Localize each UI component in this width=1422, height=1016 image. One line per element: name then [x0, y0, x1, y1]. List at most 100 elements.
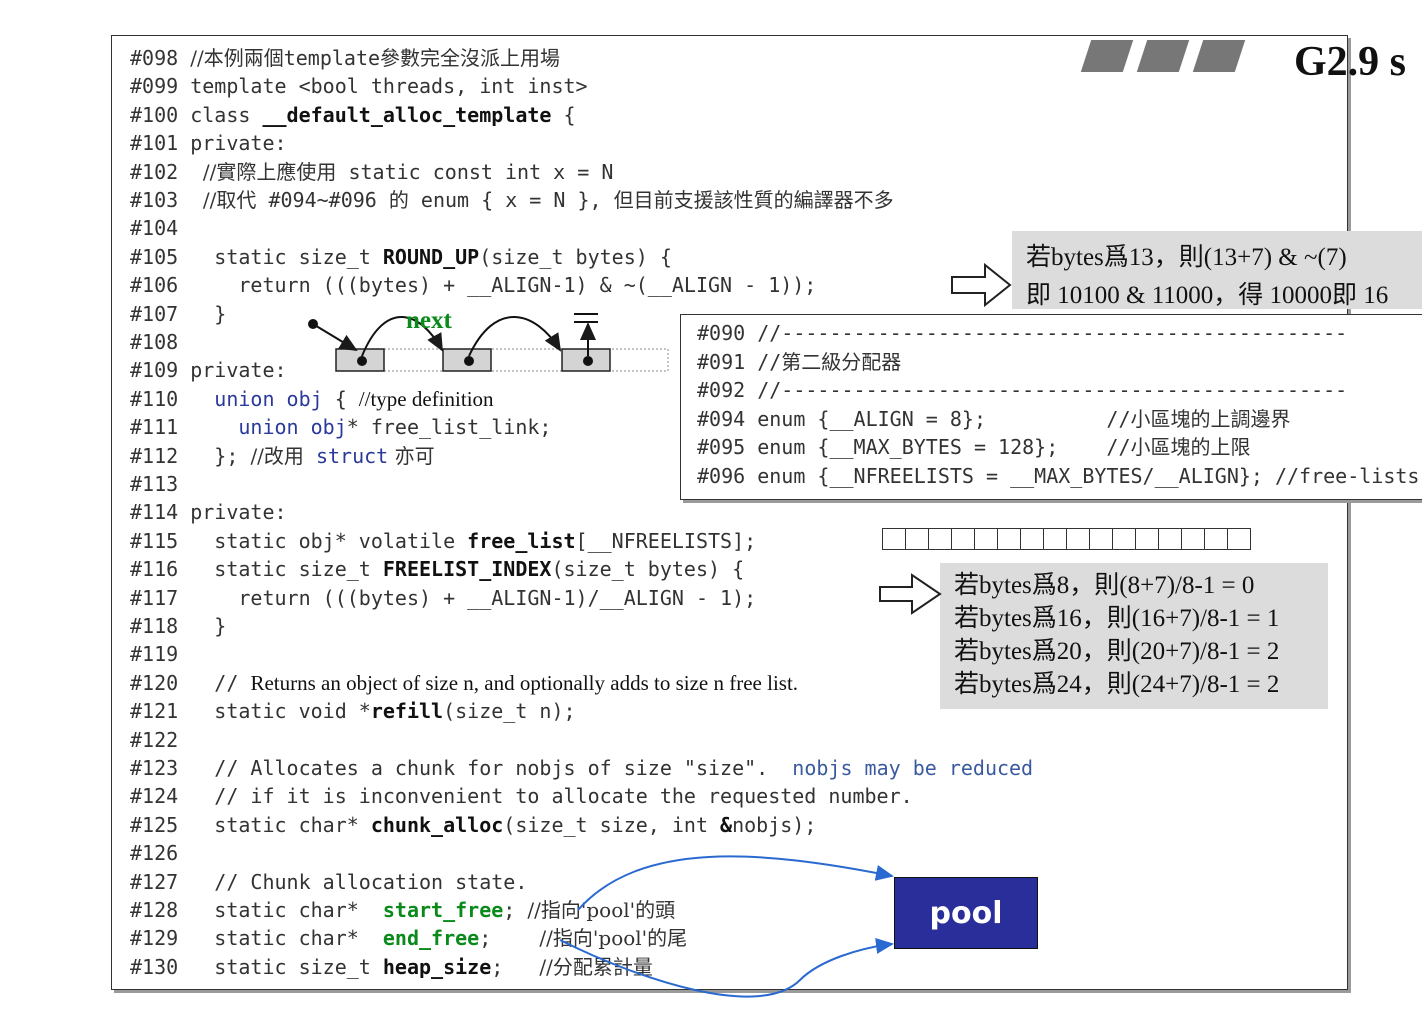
line-number: #107 [130, 301, 191, 326]
code-token: private: [190, 358, 287, 383]
round-up-arrow [951, 262, 1012, 308]
obj-chain-track [335, 348, 669, 372]
inset-code-text: enum {__ALIGN = 8}; //小區塊的上調邊界 [745, 406, 1291, 431]
line-number: #116 [130, 557, 191, 582]
code-token: [__NFREELISTS]; [575, 528, 757, 553]
code-token: return (((bytes) + __ALIGN-1)/__ALIGN - … [190, 585, 757, 610]
code-token: static size_t [190, 557, 383, 582]
inset-code-text: //--------------------------------------… [745, 378, 1348, 403]
free-list-slot [883, 529, 906, 549]
code-line: #099 template <bool threads, int inst> [130, 72, 588, 100]
line-number: #101 [130, 131, 191, 156]
line-number: #103 [130, 188, 191, 212]
code-token: (size_t bytes) { [479, 244, 672, 269]
code-token: static obj* volatile [190, 528, 468, 553]
code-token: //指向'pool'的尾 [539, 926, 688, 951]
line-number: #102 [130, 159, 191, 184]
code-token: static size_t [190, 954, 383, 979]
code-line: #120 // Returns an object of size n, and… [130, 669, 798, 697]
inset-code-text: //--------------------------------------… [745, 321, 1348, 345]
line-number: #127 [130, 869, 191, 894]
line-number: #092 [697, 378, 746, 403]
code-token: ; [479, 926, 540, 951]
code-line: #121 static void *refill(size_t n); [130, 697, 576, 725]
code-token: #094~#096 [256, 188, 389, 212]
code-token: } [190, 614, 227, 638]
code-token: { [322, 386, 359, 411]
code-token: static char* [190, 898, 383, 922]
code-token: return (((bytes) + __ALIGN-1) & ~(__ALIG… [190, 273, 817, 298]
code-token: //改用 [250, 443, 304, 468]
code-line: #117 return (((bytes) + __ALIGN-1)/__ALI… [130, 584, 756, 612]
code-line: #116 static size_t FREELIST_INDEX(size_t… [130, 555, 744, 583]
line-number: #125 [130, 812, 191, 837]
freelist-index-callout: 若bytes爲8，則(8+7)/8-1 = 0 若bytes爲16，則(16+7… [940, 563, 1328, 709]
code-token: FREELIST_INDEX [382, 557, 552, 582]
free-list-slot [1159, 529, 1182, 549]
freelist-index-line: 若bytes爲16，則(16+7)/8-1 = 1 [954, 605, 1280, 632]
code-line: #109 private: [130, 356, 287, 384]
code-token: //實際上應使用 [190, 159, 337, 184]
code-token: } [190, 301, 227, 326]
inset-code-line: #092 //---------------------------------… [697, 376, 1347, 404]
free-list-slot [1136, 529, 1159, 549]
code-token: ROUND_UP [382, 244, 480, 269]
code-token: start_free [382, 898, 504, 922]
free-list-slot [1090, 529, 1113, 549]
code-line: #124 // if it is inconvenient to allocat… [130, 782, 913, 810]
code-token: // Chunk allocation state. [190, 869, 528, 894]
code-token: nobjs); [732, 812, 817, 837]
free-list-slot [929, 529, 952, 549]
code-token: static void * [190, 699, 371, 724]
start-free-arrow [577, 855, 894, 911]
free-list-slot [1205, 529, 1228, 549]
code-line: #127 // Chunk allocation state. [130, 868, 527, 896]
code-token: heap_size [382, 954, 492, 979]
free-list-slot [1113, 529, 1136, 549]
code-line: #130 static size_t heap_size; //分配累計量 [130, 953, 653, 981]
code-line: #122 [130, 726, 190, 754]
round-up-callout: 若bytes爲13，則(13+7) & ~(7) 即 10100 & 11000… [1012, 231, 1422, 309]
line-number: #095 [697, 435, 746, 460]
line-number: #120 [130, 670, 191, 695]
code-token: 但目前支援該性質的編譯器不多 [613, 188, 894, 212]
line-number: #130 [130, 954, 191, 979]
obj-pointer-dot [464, 356, 474, 366]
code-token: (size_t bytes) { [551, 557, 745, 582]
code-token: // Allocates a chunk for nobjs of size "… [190, 756, 793, 780]
obj-pointer-dot [357, 356, 367, 366]
line-number: #123 [130, 756, 191, 780]
code-token: nobjs may be reduced [792, 756, 1034, 780]
code-line: #102 //實際上應使用 static const int x = N [130, 158, 613, 186]
code-line: #118 } [130, 612, 226, 640]
code-token: __default_alloc_template [262, 102, 552, 127]
obj-pointer-dot [583, 356, 593, 366]
code-line: #119 [130, 640, 190, 668]
code-token: static const int x = N [336, 159, 614, 184]
code-token: //本例兩個 [190, 46, 284, 70]
code-token: refill [370, 699, 444, 724]
code-token: 參數完全沒派上用場 [380, 46, 561, 70]
code-token: free_list [467, 528, 576, 553]
code-line: #111 union obj* free_list_link; [130, 413, 551, 441]
code-token: //type definition [358, 386, 494, 411]
code-token: private: [190, 131, 287, 156]
line-number: #119 [130, 642, 191, 667]
line-number: #096 [697, 464, 746, 488]
code-token: * free_list_link; [346, 415, 552, 440]
next-label: next [406, 307, 453, 334]
code-line: #112 }; //改用 struct 亦可 [130, 442, 435, 470]
code-token: // if it is inconvenient to allocate the… [190, 784, 913, 809]
code-token: (size_t n); [443, 699, 576, 724]
line-number: #100 [130, 102, 191, 127]
round-up-callout-line: 即 10100 & 11000，得 10000即 16 [1026, 282, 1389, 309]
code-token: union obj [190, 415, 347, 440]
inset-code-line: #096 enum {__NFREELISTS = __MAX_BYTES/__… [697, 462, 1419, 490]
inset-code-text: enum {__NFREELISTS = __MAX_BYTES/__ALIGN… [745, 464, 1420, 488]
next-link-arrow [361, 316, 443, 357]
code-token: struct [303, 443, 389, 468]
line-number: #110 [130, 386, 191, 411]
line-number: #126 [130, 841, 191, 866]
inset-code-line: #094 enum {__ALIGN = 8}; //小區塊的上調邊界 [697, 405, 1290, 433]
